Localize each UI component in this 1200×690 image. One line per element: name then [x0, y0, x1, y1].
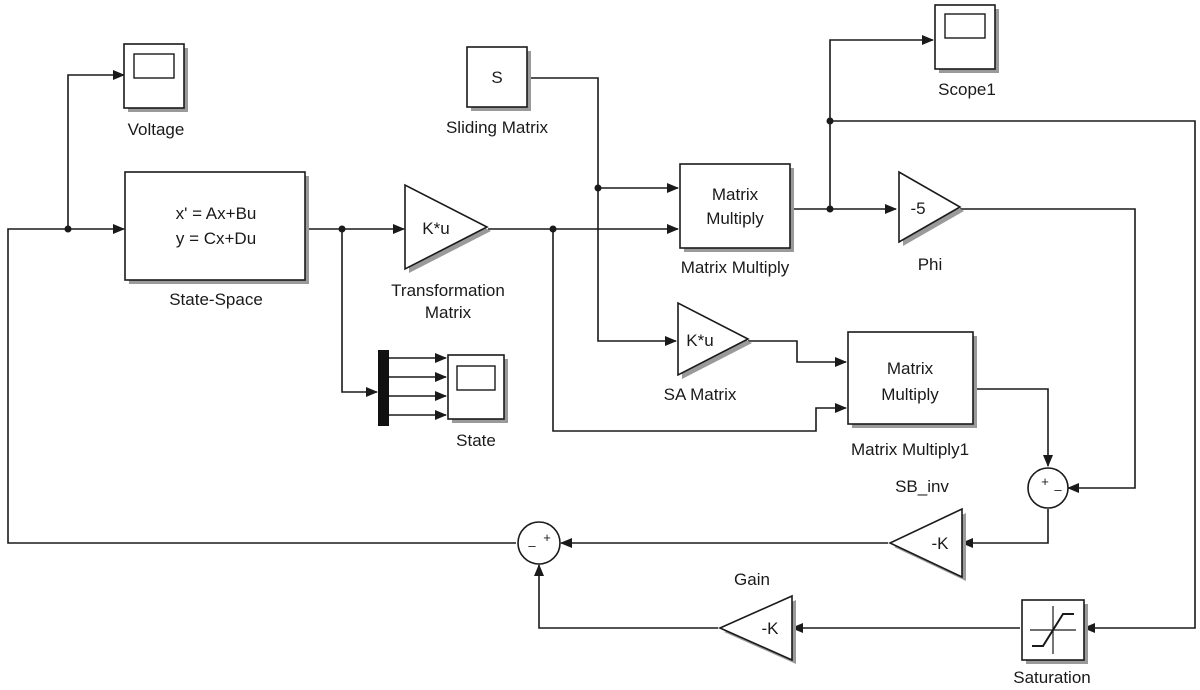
mm1-inner-2: Multiply	[706, 209, 764, 228]
mm2-inner-2: Multiply	[881, 385, 939, 404]
wire-transformation-to-mm2[interactable]	[552, 229, 847, 432]
wire-sum-to-sbinv[interactable]	[961, 509, 1049, 548]
junction-dot	[826, 117, 834, 125]
junction-dot	[64, 225, 72, 233]
sa-inner: K*u	[686, 331, 713, 350]
state-space-eq2: y = Cx+Du	[176, 229, 256, 248]
voltage-scope-block[interactable]: Voltage	[123, 43, 188, 139]
sum-left-minus: –	[528, 538, 536, 553]
wire-to-saturation[interactable]	[830, 120, 1196, 633]
wire-sliding-to-sa[interactable]	[597, 188, 677, 346]
sum-left-block[interactable]: – +	[517, 521, 561, 565]
signal-lines	[7, 35, 1196, 633]
wire-sliding-to-mm1[interactable]	[530, 77, 679, 193]
state-space-eq1: x' = Ax+Bu	[176, 204, 257, 223]
junction-dot	[594, 184, 602, 192]
wire-mm2-to-sum[interactable]	[975, 388, 1053, 467]
matrix-multiply1-block[interactable]: Matrix Multiply Matrix Multiply1	[847, 331, 977, 459]
phi-inner: -5	[910, 199, 925, 218]
sa-matrix-block[interactable]: K*u SA Matrix	[664, 301, 752, 404]
mm1-inner-1: Matrix	[712, 185, 759, 204]
wire-phi-to-sum[interactable]	[960, 208, 1136, 493]
sum-right-block[interactable]: + –	[1027, 467, 1069, 509]
wire-to-state-mux[interactable]	[341, 229, 378, 397]
sbinv-inner: -K	[932, 534, 950, 553]
transformation-label-2: Matrix	[425, 303, 472, 322]
transformation-label-1: Transformation	[391, 281, 505, 300]
sliding-label: Sliding Matrix	[446, 118, 549, 137]
sum-left-plus: +	[543, 530, 551, 545]
saturation-icon	[1032, 613, 1074, 647]
saturation-label: Saturation	[1013, 668, 1091, 687]
junction-dot	[338, 225, 346, 233]
state-space-block[interactable]: x' = Ax+Bu y = Cx+Du State-Space	[124, 171, 309, 309]
mm2-inner-1: Matrix	[887, 359, 934, 378]
wire-mm1-to-scope1[interactable]	[829, 35, 934, 209]
phi-block[interactable]: -5 Phi	[898, 170, 964, 274]
state-space-label: State-Space	[169, 290, 263, 309]
scope1-label: Scope1	[938, 80, 996, 99]
sa-label: SA Matrix	[664, 385, 737, 404]
sliding-matrix-block[interactable]: S Sliding Matrix	[446, 46, 549, 137]
sbinv-label: SB_inv	[895, 477, 949, 496]
saturation-block[interactable]: Saturation	[1013, 599, 1091, 687]
scope1-block[interactable]: Scope1	[934, 4, 999, 99]
sb-inv-block[interactable]: -K SB_inv	[888, 477, 966, 581]
sum-right-minus: –	[1054, 482, 1062, 497]
matrix-multiply-block[interactable]: Matrix Multiply Matrix Multiply	[679, 163, 794, 277]
wire-to-voltage-scope[interactable]	[67, 70, 125, 229]
gain-inner: -K	[762, 619, 780, 638]
mm2-label: Matrix Multiply1	[851, 440, 969, 459]
wire-sa-to-mm2[interactable]	[748, 340, 847, 367]
wire-gain-to-sum-left[interactable]	[534, 564, 718, 629]
junction-dot	[826, 205, 834, 213]
voltage-label: Voltage	[128, 120, 185, 139]
phi-label: Phi	[918, 255, 943, 274]
mm1-label: Matrix Multiply	[681, 258, 790, 277]
transformation-inner: K*u	[422, 219, 449, 238]
state-label: State	[456, 431, 496, 450]
gain-label: Gain	[734, 570, 770, 589]
sum-right-plus: +	[1041, 474, 1049, 489]
state-scope-block[interactable]: State	[447, 354, 508, 450]
state-mux-block[interactable]	[378, 350, 389, 426]
gain-block[interactable]: -K Gain	[718, 570, 796, 664]
junction-dot	[549, 225, 557, 233]
transformation-matrix-block[interactable]: K*u Transformation Matrix	[391, 183, 505, 322]
sliding-inner: S	[491, 68, 502, 87]
